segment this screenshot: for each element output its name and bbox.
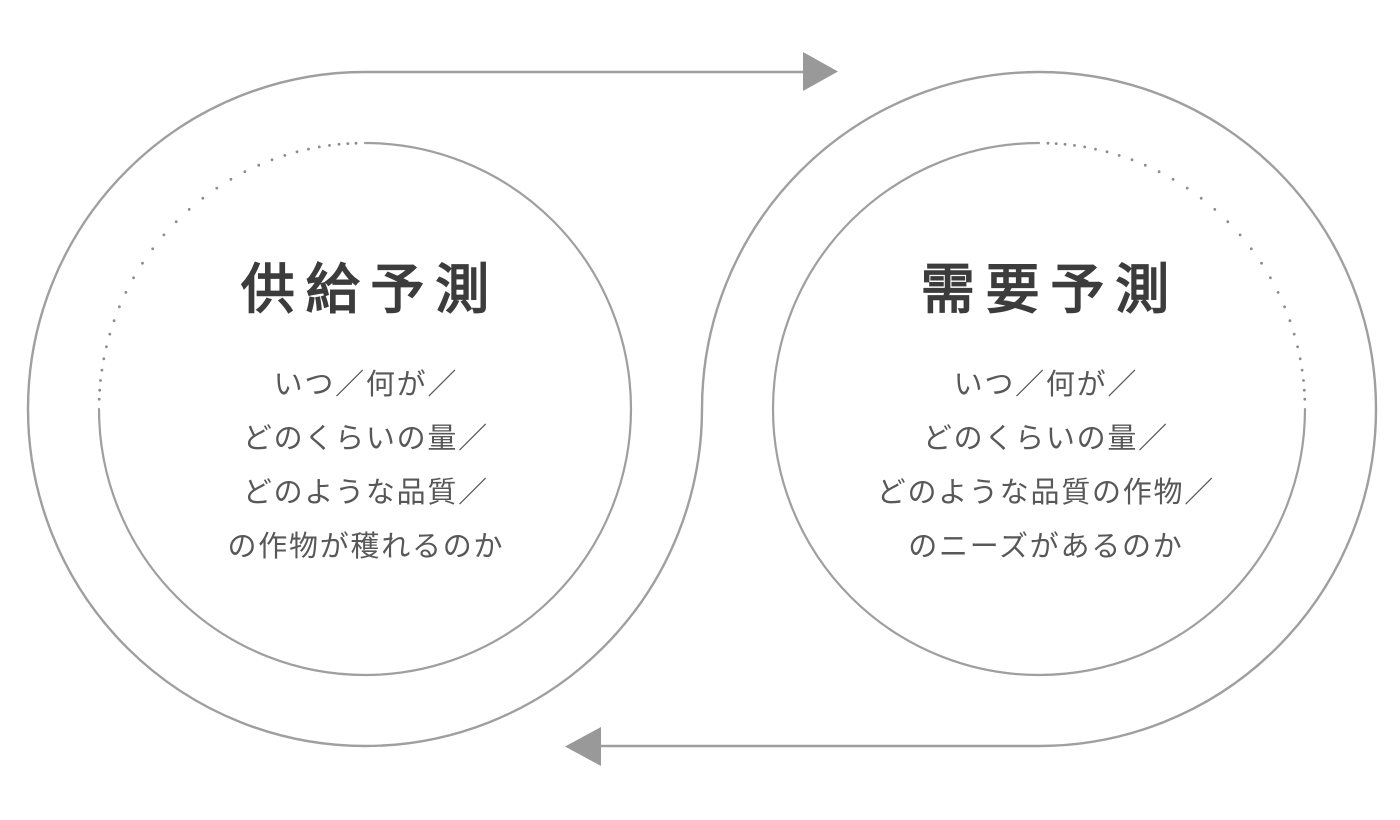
right-circle-text-line-3: どのような品質の作物／ [876, 477, 1215, 509]
dotted-arc-dot [1073, 144, 1076, 147]
dotted-arc-dot [1117, 154, 1121, 157]
dotted-arc-dot [112, 319, 116, 323]
dotted-arc-dot [1226, 220, 1230, 224]
dotted-arc-dot [1276, 291, 1280, 294]
dotted-arc-dot [337, 142, 341, 146]
left-circle-body: いつ／何が／ どのくらいの量／ どのような品質／ の作物が穫れるのか [55, 358, 675, 574]
dotted-arc-dot [1063, 142, 1067, 146]
dotted-arc-dot [1292, 332, 1296, 336]
dotted-arc-dot [283, 154, 287, 157]
left-circle-text-line-1: いつ／何が／ [273, 369, 459, 401]
dotted-arc-dot [1296, 345, 1299, 349]
bottom-arrowhead-icon [565, 727, 601, 766]
dotted-arc-dot [1260, 261, 1263, 265]
cycle-loop-path [26, 70, 1378, 748]
dotted-arc-dot [1238, 233, 1242, 237]
dotted-arc-dot [1249, 247, 1253, 251]
dotted-arc-dot [124, 291, 128, 294]
dotted-arc-dot [97, 397, 101, 401]
dotted-arc-dot [1288, 319, 1292, 323]
dotted-arc-dot [201, 196, 205, 200]
left-inner-circle-arc [97, 141, 633, 677]
right-inner-dotted-arc [1046, 141, 1307, 401]
dotted-arc-dot [295, 150, 299, 154]
dotted-arc-dot [100, 368, 104, 372]
dotted-arc-dot [307, 147, 310, 151]
dotted-arc-dot [187, 208, 191, 211]
dotted-arc-dot [1157, 170, 1161, 174]
dotted-arc-dot [1300, 368, 1304, 372]
dotted-arc-dot [99, 379, 102, 382]
dotted-arc-dot [108, 332, 112, 336]
right-circle-label-group: 需要予測 いつ／何が／ どのくらいの量／ どのような品質の作物／ のニーズがある… [735, 258, 1355, 588]
dotted-arc-dot [215, 186, 219, 190]
dotted-arc-dot [1094, 147, 1097, 151]
dotted-arc-dot [1303, 397, 1307, 401]
dotted-arc-dot [1143, 163, 1147, 167]
dotted-arc-dot [1171, 177, 1175, 181]
dotted-arc-dot [328, 144, 331, 147]
dotted-arc-dot [1083, 145, 1087, 149]
dotted-arc-dot [257, 163, 261, 167]
left-circle-label-group: 供給予測 いつ／何が／ どのくらいの量／ どのような品質／ の作物が穫れるのか [55, 258, 675, 588]
left-inner-dotted-arc [97, 141, 358, 401]
right-circle-text-line-1: いつ／何が／ [953, 369, 1139, 401]
dotted-arc-dot [141, 261, 144, 265]
dotted-arc-dot [243, 170, 247, 174]
left-circle-text-line-4: の作物が穫れるのか [227, 531, 505, 563]
dotted-arc-dot [151, 247, 155, 251]
dotted-arc-dot [317, 145, 321, 149]
dotted-arc-dot [1283, 305, 1286, 309]
left-circle-text-line-3: どのような品質／ [242, 477, 489, 509]
dotted-arc-dot [174, 220, 178, 224]
dotted-arc-dot [102, 357, 106, 361]
right-circle-body: いつ／何が／ どのくらいの量／ どのような品質の作物／ のニーズがあるのか [735, 358, 1355, 574]
dotted-arc-dot [1185, 186, 1189, 190]
dotted-arc-dot [1130, 158, 1134, 162]
left-circle-text-line-2: どのくらいの量／ [242, 423, 489, 455]
left-circle-title: 供給予測 [240, 260, 500, 320]
dotted-arc-dot [229, 177, 233, 181]
dotted-arc-dot [1054, 142, 1058, 146]
dotted-arc-dot [105, 345, 108, 349]
dotted-arc-dot [1298, 357, 1302, 361]
dotted-arc-dot [1269, 276, 1272, 280]
dotted-arc-dot [1105, 150, 1109, 154]
right-inner-circle-arc [771, 141, 1307, 677]
dotted-arc-dot [162, 233, 166, 237]
right-circle-title: 需要予測 [920, 260, 1180, 320]
top-arrowhead-icon [803, 52, 838, 91]
dotted-arc-dot [118, 305, 121, 309]
dotted-arc-dot [98, 388, 102, 392]
dotted-arc-dot [1213, 208, 1217, 211]
dotted-arc-dot [346, 142, 350, 146]
dotted-arc-dot [354, 141, 358, 145]
dotted-arc-dot [1199, 196, 1203, 200]
right-circle-text-line-4: のニーズがあるのか [908, 531, 1184, 563]
right-circle-text-line-2: どのくらいの量／ [922, 423, 1169, 455]
dotted-arc-dot [270, 158, 274, 162]
dotted-arc-dot [132, 276, 136, 280]
dotted-arc-dot [1046, 141, 1050, 145]
dotted-arc-dot [1302, 379, 1305, 382]
dotted-arc-dot [1302, 388, 1306, 392]
